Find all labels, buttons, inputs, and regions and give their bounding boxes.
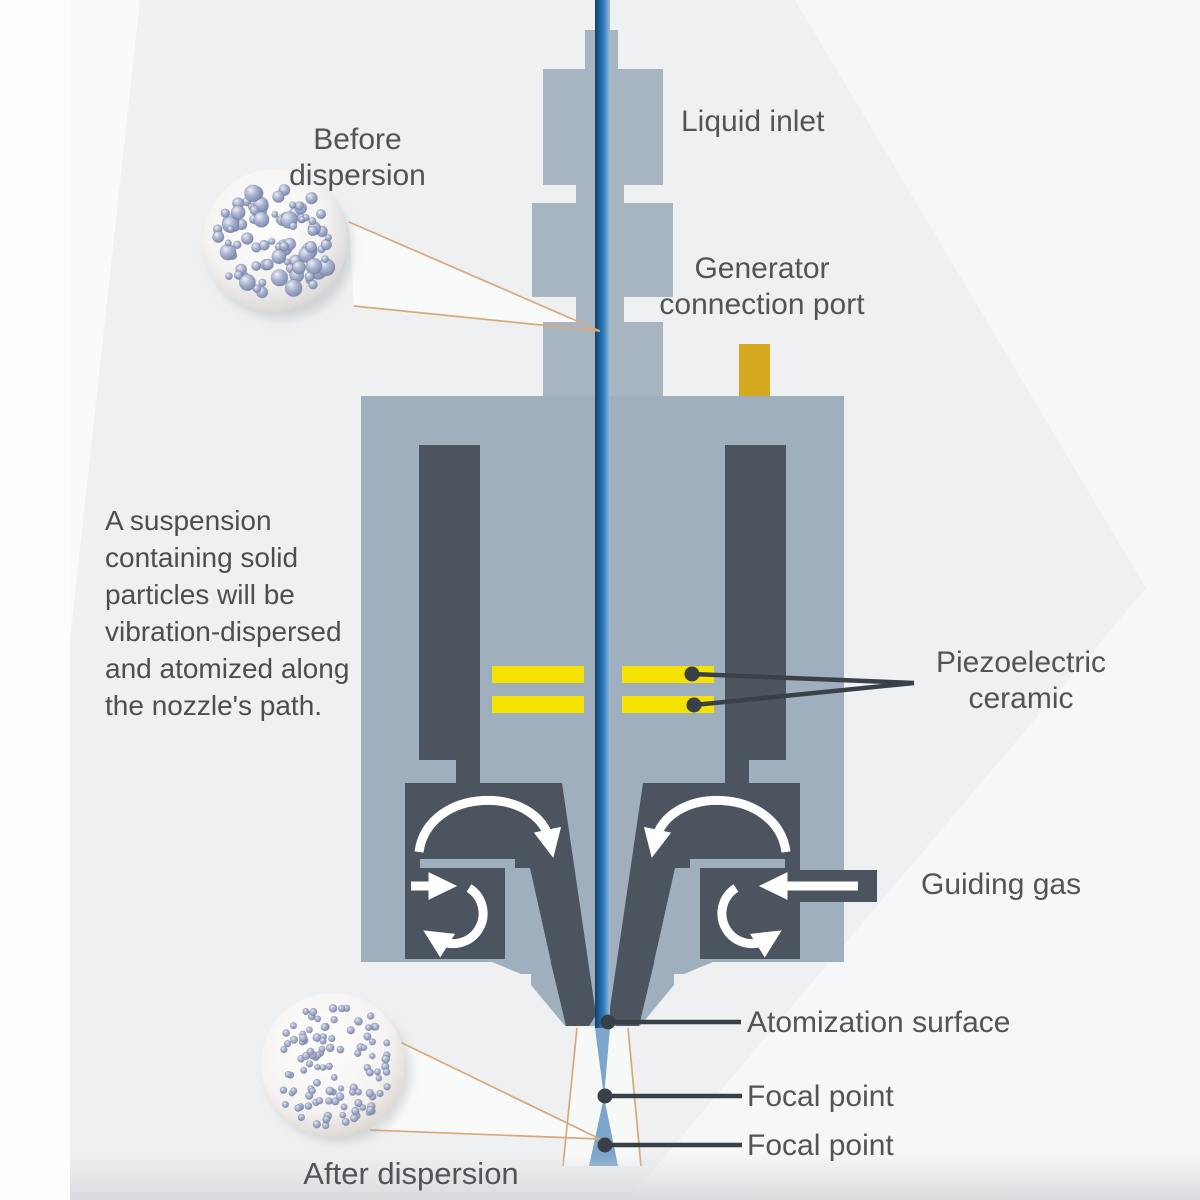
piezo-bar-left-top: [492, 666, 584, 683]
after-magnifier-cone: [370, 1042, 600, 1139]
label-focal-point-upper: Focal point: [747, 1080, 894, 1113]
focal-lower-dot: [597, 1137, 613, 1153]
baffle-column-left: [505, 868, 551, 962]
label-atomization-surface: Atomization surface: [747, 1006, 1011, 1039]
label-before-dispersion: Before dispersion: [289, 123, 426, 192]
piezo-leader-2: [693, 680, 915, 708]
chamber-baffles: [420, 859, 785, 962]
label-piezoelectric-ceramic: Piezoelectric ceramic: [935, 646, 1107, 715]
label-focal-point-lower: Focal point: [747, 1129, 894, 1162]
spray-upper-focus: [595, 1028, 610, 1097]
transducer-block-left: [419, 445, 480, 785]
vortex-arrow-right: [717, 884, 782, 958]
piezo-leader-1: [691, 671, 915, 686]
magnifier-cone-lines: [348, 221, 642, 1167]
leader-lines: [605, 671, 915, 1148]
transducer-block-right: [725, 445, 786, 785]
baffle-column-right: [654, 868, 700, 962]
swirl-arc-arrow-left: [414, 796, 562, 858]
piezo-dot-1: [684, 666, 700, 682]
label-guiding-gas: Guiding gas: [921, 868, 1082, 901]
label-suspension-note: A suspension containing solid particles …: [105, 505, 350, 721]
gas-flow-arrows: [411, 796, 858, 958]
atomization-dot: [600, 1014, 616, 1030]
generator-port: [739, 344, 770, 398]
piezo-dot-2: [686, 697, 702, 713]
before-cone-line-top: [348, 221, 601, 332]
swirl-arc-arrow-right: [643, 796, 791, 858]
label-generator-connection-port: Generator connection port: [659, 252, 865, 321]
label-liquid-inlet: Liquid inlet: [681, 105, 825, 138]
baffle-shelf-left: [420, 859, 515, 868]
spray-cone-edge-left: [562, 1027, 578, 1167]
before-particles: [212, 184, 336, 299]
after-particles: [279, 1004, 391, 1130]
label-after-dispersion: After dispersion: [303, 1156, 519, 1191]
focal-upper-dot: [597, 1088, 613, 1104]
liquid-tube: [595, 0, 610, 1028]
baffle-shelf-right: [690, 859, 785, 868]
before-cone-line-bottom: [353, 305, 601, 332]
after-cone-line-bottom: [369, 1129, 601, 1140]
vortex-arrow-left: [423, 884, 488, 958]
bottom-fade: [70, 1154, 1200, 1200]
piezo-bar-left-bottom: [492, 696, 584, 713]
leader-dots: [597, 666, 702, 1153]
